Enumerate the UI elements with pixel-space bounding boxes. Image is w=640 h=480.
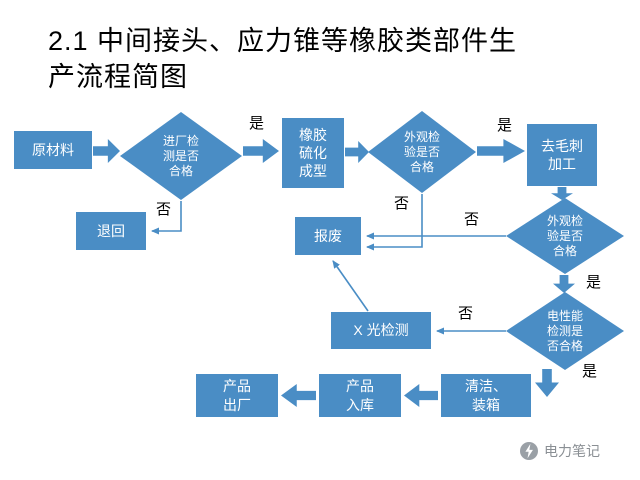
node-clean-pack: 清洁、 装箱	[441, 374, 531, 417]
branch-label-yes-4: 是	[582, 363, 598, 380]
branch-label-no-2: 否	[394, 195, 410, 212]
arrow-deburr-to-appearance2	[551, 187, 573, 200]
node-raw-material: 原材料	[14, 131, 92, 169]
branch-label-no-1: 否	[156, 201, 172, 218]
node-vulcanize: 橡胶 硫化 成型	[282, 118, 344, 188]
branch-label-yes-3: 是	[586, 274, 602, 291]
arrow-electrical-yes-to-clean	[535, 369, 559, 397]
node-ship-out: 产品 出厂	[196, 374, 278, 417]
arrow-incoming-yes-to-vulcanize	[243, 139, 279, 163]
watermark: 电力笔记	[520, 441, 600, 461]
branch-label-yes-1: 是	[249, 115, 265, 132]
arrow-raw-to-incoming	[93, 139, 120, 163]
arrow-clean-to-warehouse	[404, 384, 438, 407]
node-xray-check: X 光检测	[331, 312, 431, 349]
node-incoming-check: 进厂检 测是否 合格	[120, 112, 242, 200]
branch-label-yes-2: 是	[497, 117, 513, 134]
watermark-text: 电力笔记	[544, 443, 600, 459]
page-title: 2.1 中间接头、应力锥等橡胶类部件生 产流程简图	[48, 26, 518, 92]
node-electrical-check: 电性能 检测是 否合格	[506, 292, 624, 370]
arrow-warehouse-to-ship	[281, 384, 316, 407]
node-scrap: 报废	[295, 217, 361, 255]
node-deburr: 去毛刺 加工	[527, 124, 597, 186]
node-appearance-check-1: 外观检 验是否 合格	[368, 111, 476, 193]
arrow-vulcanize-to-appearance1	[345, 141, 369, 163]
branch-label-no-3: 否	[464, 211, 480, 228]
branch-label-no-4: 否	[458, 305, 474, 322]
power-logo-icon	[520, 442, 538, 460]
arrow-appearance1-yes-to-deburr	[477, 139, 525, 163]
arrow-appearance2-yes-to-electrical	[553, 275, 575, 293]
node-appearance-check-2: 外观检 验是否 合格	[506, 198, 624, 274]
connector-xray-to-scrap	[332, 260, 369, 312]
node-return: 退回	[76, 212, 146, 250]
node-warehouse: 产品 入库	[319, 374, 401, 417]
